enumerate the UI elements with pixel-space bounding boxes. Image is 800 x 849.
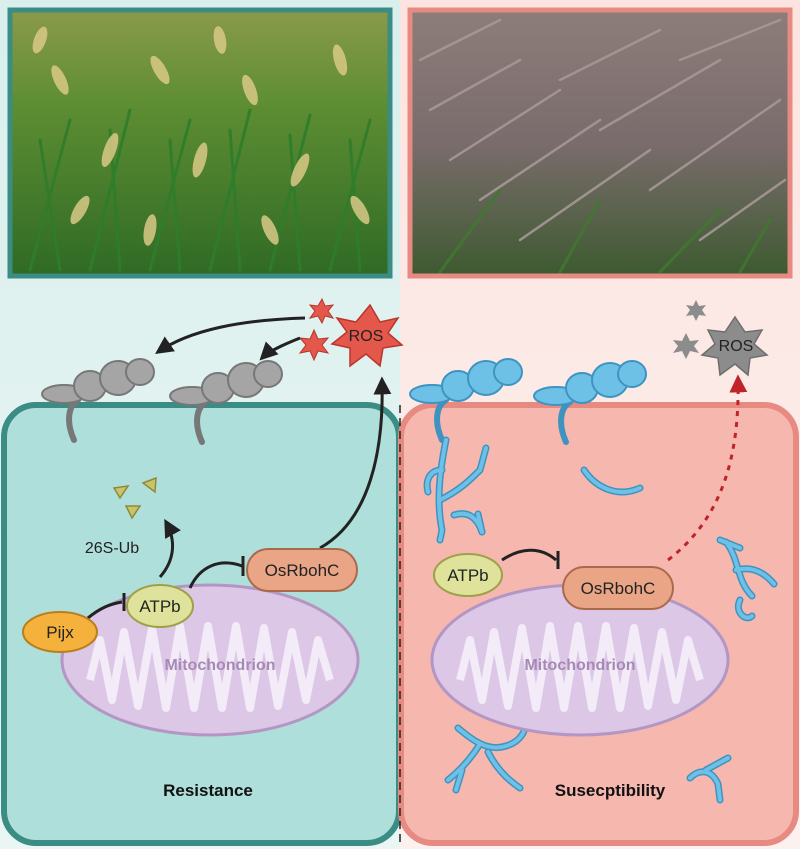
- atpb-inhibits-osrbohc: [188, 561, 243, 589]
- degradation-arrow: [158, 518, 181, 578]
- ros-label-left: ROS: [349, 328, 384, 345]
- atpb-protein-right: ATPb: [433, 553, 503, 597]
- susceptibility-label: Susecptibility: [555, 781, 666, 800]
- atpb-label-right: ATPb: [447, 566, 488, 585]
- healthy-rice-photo: [7, 7, 393, 279]
- osrbohc-label-right: OsRbohC: [581, 579, 656, 598]
- resistance-label: Resistance: [163, 781, 253, 800]
- ros-burst-gray: ROS: [700, 315, 769, 377]
- atpb-protein-left: ATPb: [126, 584, 194, 628]
- osrbohc-protein-right: OsRbohC: [562, 566, 674, 610]
- ros-small-star: [686, 300, 706, 321]
- degraded-protein-fragments: [112, 476, 157, 520]
- ubiquitin-label: 26S-Ub: [85, 540, 139, 557]
- fungal-hyphae: [446, 468, 776, 802]
- pijx-label: Pijx: [46, 623, 74, 642]
- osrbohc-protein-left: OsRbohC: [246, 548, 358, 592]
- pijx-inhibits-atpb: [87, 600, 123, 620]
- mitochondrion-right: Mitochondrion: [430, 583, 730, 737]
- pijx-protein: Pijx: [22, 611, 98, 653]
- ros-burst-red: ROS: [330, 303, 404, 368]
- mitochondrion-label-left: Mitochondrion: [164, 657, 275, 674]
- atpb-inhibits-osrbohc-right: [501, 548, 557, 562]
- osrbohc-to-ros-dashed-arrow: [667, 374, 748, 562]
- ros-small-star: [673, 333, 699, 359]
- atpb-label-left: ATPb: [139, 597, 180, 616]
- osrbohc-to-ros-arrow: [319, 376, 392, 550]
- infected-rice-photo: [407, 7, 793, 279]
- mitochondrion-left: Mitochondrion: [60, 583, 360, 737]
- fungal-hyphae: [425, 438, 488, 542]
- ros-to-spore-arrow: [259, 336, 301, 361]
- mitochondrion-label-right: Mitochondrion: [524, 657, 635, 674]
- ros-to-spore-arrow: [155, 316, 306, 355]
- osrbohc-label-left: OsRbohC: [265, 561, 340, 580]
- ros-label-right: ROS: [719, 338, 754, 355]
- ros-small-star: [308, 297, 335, 325]
